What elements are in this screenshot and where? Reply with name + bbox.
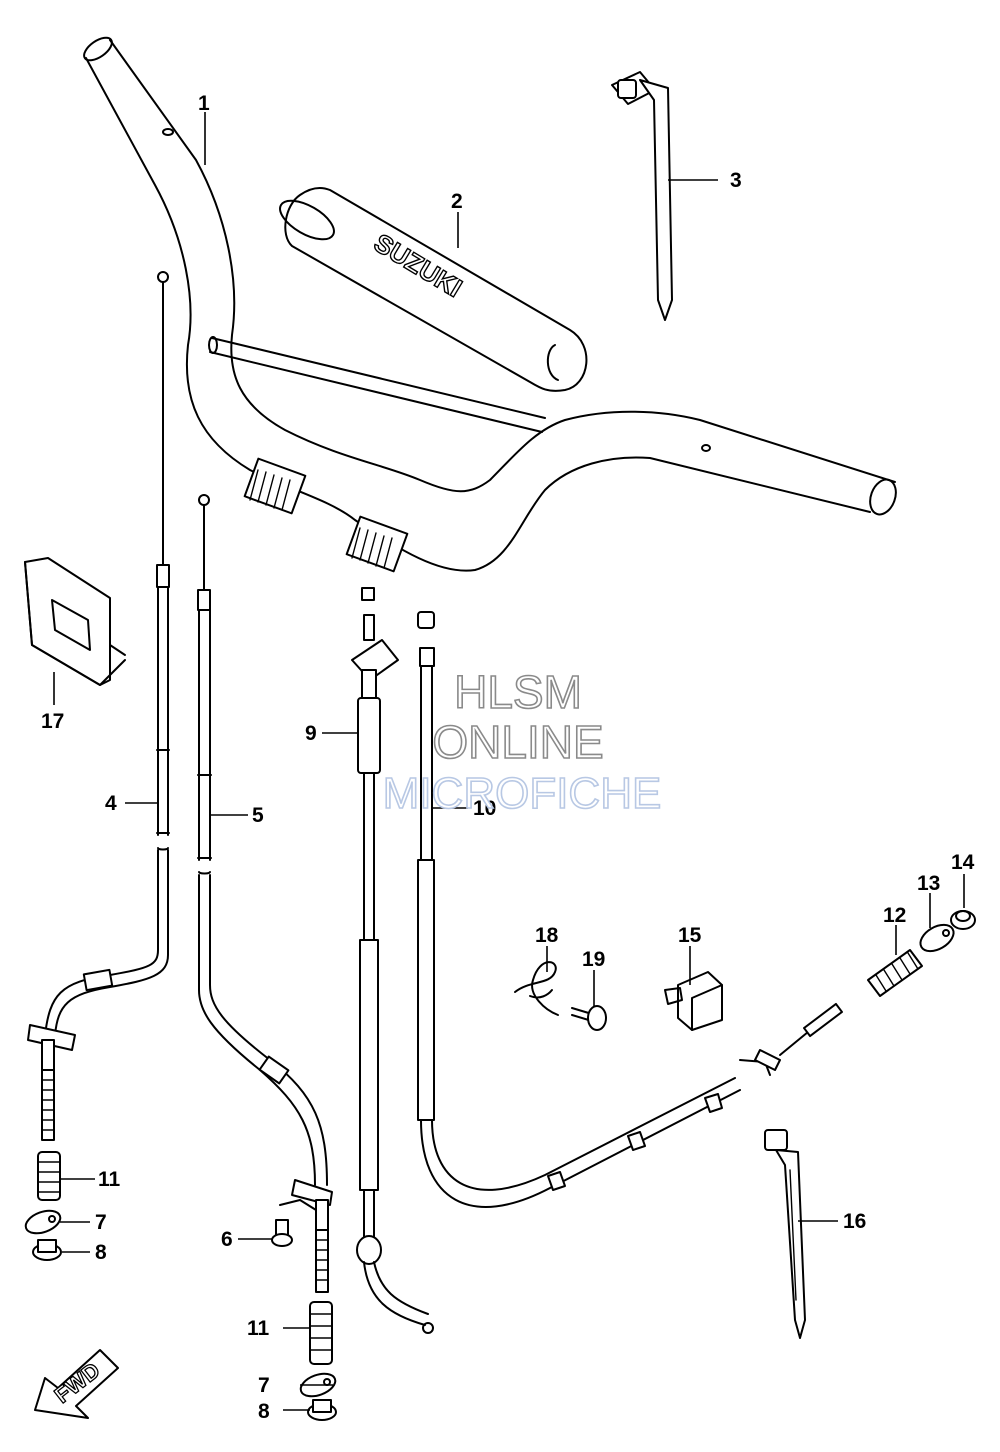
nut-14[interactable] bbox=[950, 910, 976, 930]
throttle-cable-5[interactable] bbox=[197, 494, 333, 1293]
callout-10: 10 bbox=[473, 797, 496, 820]
clamp-15[interactable] bbox=[664, 971, 723, 1031]
throttle-cable-4[interactable] bbox=[27, 271, 170, 1141]
spring-12[interactable] bbox=[867, 949, 923, 997]
handlebar-pad[interactable]: SUZUKI bbox=[274, 186, 588, 392]
cable-tie-16[interactable] bbox=[764, 1129, 806, 1339]
callout-6: 6 bbox=[221, 1228, 233, 1251]
callout-18: 18 bbox=[535, 924, 559, 947]
callout-8-left: 8 bbox=[95, 1241, 107, 1264]
callout-14: 14 bbox=[951, 851, 975, 874]
watermark-line-2: ONLINE bbox=[432, 716, 603, 768]
handlebar[interactable] bbox=[80, 33, 900, 573]
callout-12: 12 bbox=[883, 904, 906, 927]
collar-7-left[interactable] bbox=[23, 1206, 64, 1237]
watermark: HLSM ONLINE MICROFICHE bbox=[382, 665, 662, 819]
callouts: 1 2 3 4 5 6 7 7 8 8 9 10 11 11 12 13 14 … bbox=[41, 92, 975, 1423]
clutch-cable-9[interactable] bbox=[351, 587, 434, 1334]
nut-8-left[interactable] bbox=[32, 1239, 62, 1261]
leader-lines bbox=[53, 112, 965, 1411]
watermark-line-1: HLSM bbox=[454, 666, 582, 718]
callout-8-right: 8 bbox=[258, 1400, 270, 1423]
collar-13[interactable] bbox=[916, 919, 958, 956]
bracket-17[interactable] bbox=[24, 557, 126, 686]
cable-10[interactable] bbox=[417, 611, 843, 1208]
callout-11-left: 11 bbox=[98, 1168, 121, 1191]
nut-8-right[interactable] bbox=[307, 1399, 337, 1421]
watermark-line-3: MICROFICHE bbox=[383, 769, 662, 818]
callout-3: 3 bbox=[730, 169, 742, 192]
callout-13: 13 bbox=[917, 872, 940, 895]
callout-16: 16 bbox=[843, 1210, 866, 1233]
callout-5: 5 bbox=[252, 804, 264, 827]
callout-7-right: 7 bbox=[258, 1374, 270, 1397]
fwd-direction-arrow: FWD bbox=[34, 1349, 119, 1419]
callout-2: 2 bbox=[451, 190, 463, 213]
callout-9: 9 bbox=[305, 722, 317, 745]
callout-4: 4 bbox=[105, 792, 117, 815]
callout-7-left: 7 bbox=[95, 1211, 107, 1234]
callout-1: 1 bbox=[198, 92, 210, 115]
cable-tie-3[interactable] bbox=[611, 71, 673, 321]
callout-17: 17 bbox=[41, 710, 64, 733]
adjuster-11-right[interactable] bbox=[309, 1301, 333, 1365]
adjuster-11-left[interactable] bbox=[37, 1151, 61, 1201]
callout-11-right: 11 bbox=[247, 1317, 270, 1340]
callout-19: 19 bbox=[582, 948, 605, 971]
screw-6[interactable] bbox=[271, 1199, 317, 1247]
clip-18[interactable] bbox=[514, 961, 559, 1016]
bolt-19[interactable] bbox=[571, 1005, 607, 1031]
callout-15: 15 bbox=[678, 924, 702, 947]
